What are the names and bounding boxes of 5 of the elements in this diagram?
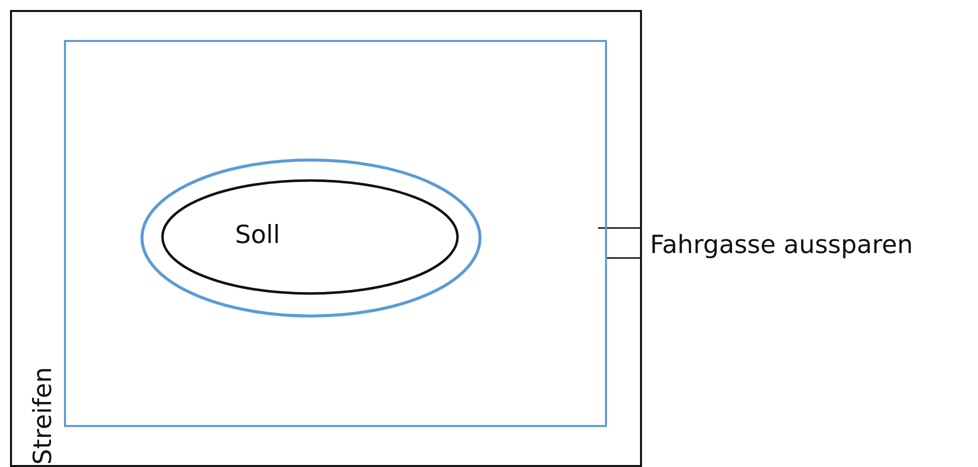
field-outline	[10, 10, 642, 467]
strip-label: Streifen	[28, 367, 57, 465]
inner-field-outline	[64, 40, 607, 427]
pond-label: Soll	[235, 220, 280, 249]
lane-label: Fahrgasse aussparen	[650, 230, 914, 259]
